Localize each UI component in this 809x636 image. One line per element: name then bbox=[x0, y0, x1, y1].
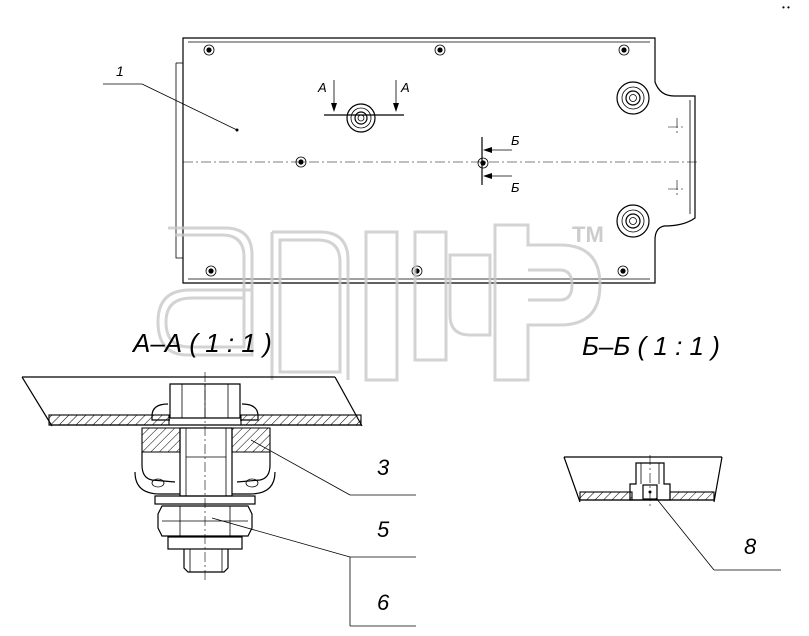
callout-6: 6 bbox=[349, 557, 416, 627]
callout-label-3: 3 bbox=[377, 455, 390, 480]
bolt-boss bbox=[616, 204, 650, 238]
rivet-hole bbox=[295, 156, 307, 168]
cut-mark-a-left: А bbox=[317, 80, 327, 95]
bolt-boss bbox=[346, 103, 376, 133]
callout-5: 5 bbox=[211, 517, 416, 558]
callout-label-6: 6 bbox=[377, 590, 390, 615]
rivet-hole bbox=[205, 265, 217, 277]
callout-3: 3 bbox=[250, 439, 416, 496]
callout-label-1: 1 bbox=[116, 63, 124, 79]
section-aa-cut-line: А А bbox=[317, 80, 410, 116]
section-bb-view bbox=[563, 455, 723, 508]
rivet-hole bbox=[617, 265, 629, 277]
callout-label-8: 8 bbox=[744, 534, 757, 559]
watermark-trademark: TM bbox=[572, 222, 604, 247]
section-label-bb: Б–Б ( 1 : 1 ) bbox=[582, 331, 720, 361]
callout-label-5: 5 bbox=[377, 517, 390, 542]
rivet-hole bbox=[477, 157, 489, 169]
section-label-aa: А–А ( 1 : 1 ) bbox=[131, 328, 272, 358]
watermark-logo: TM bbox=[156, 222, 604, 382]
section-bb-cut-line: Б Б bbox=[481, 133, 520, 195]
bolt-boss bbox=[616, 81, 650, 115]
rivet-hole bbox=[434, 44, 446, 56]
rivet-hole bbox=[618, 44, 630, 56]
cut-mark-a-right: А bbox=[400, 80, 410, 95]
cut-mark-b-top: Б bbox=[511, 133, 520, 148]
callout-1: 1 bbox=[103, 63, 239, 132]
rivet-hole bbox=[203, 44, 215, 56]
callout-8: 8 bbox=[655, 497, 781, 571]
cut-mark-b-bottom: Б bbox=[511, 180, 520, 195]
corner-mark: • • bbox=[782, 3, 790, 12]
plate-top-view bbox=[175, 37, 700, 284]
section-aa-view bbox=[21, 372, 363, 580]
